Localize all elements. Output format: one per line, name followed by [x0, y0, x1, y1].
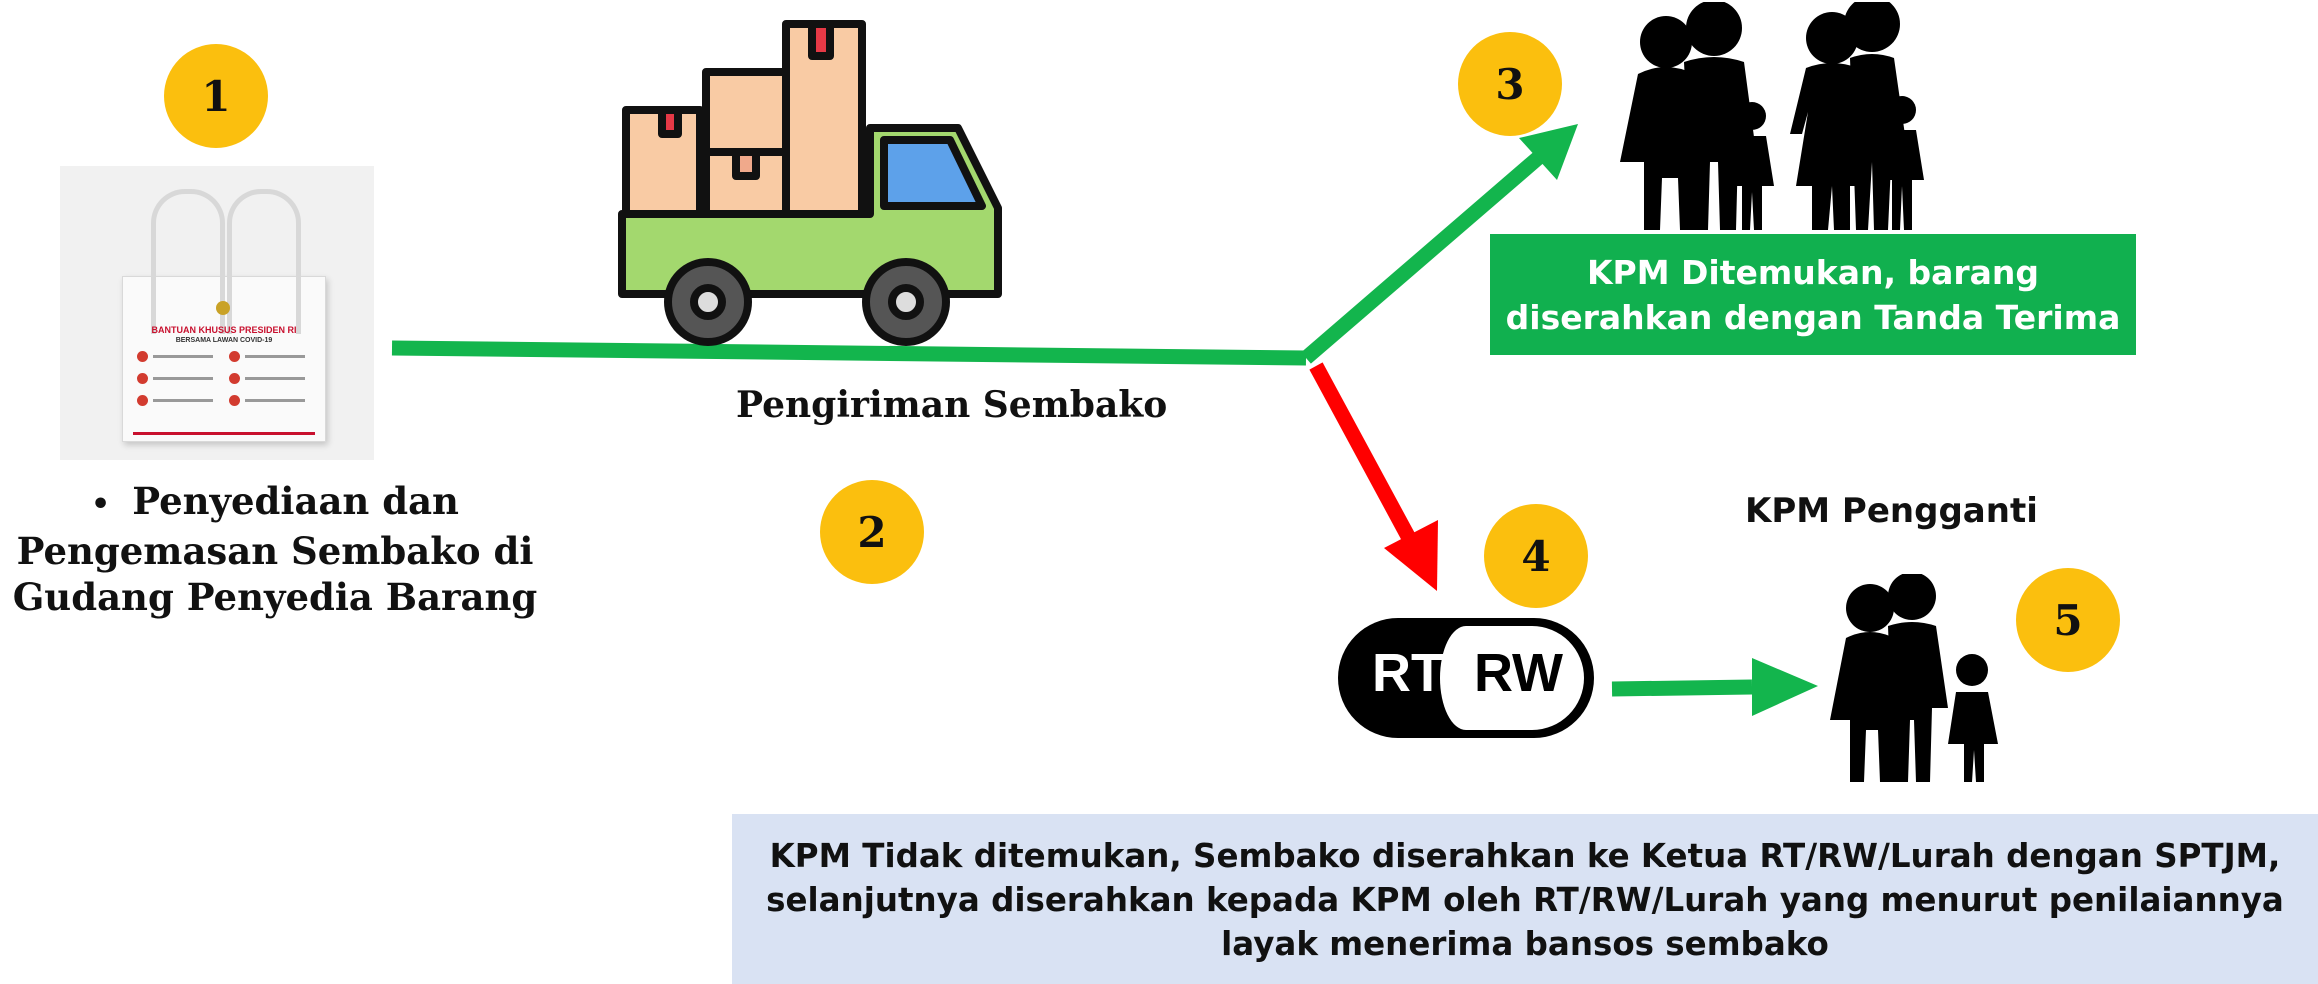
arrow-head-rtrw	[1384, 520, 1438, 591]
bag-title: BANTUAN KHUSUS PRESIDEN RI	[151, 325, 297, 335]
bag-info-row	[137, 395, 307, 407]
note-line1: KPM Tidak ditemukan, Sembako diserahkan …	[769, 837, 2281, 875]
bag-info-row	[137, 351, 307, 363]
kpm-found-line1: KPM Ditemukan, barang	[1586, 252, 2040, 292]
arrow-to-rtrw	[1309, 362, 1417, 544]
delivery-label: Pengiriman Sembako	[736, 384, 1168, 426]
bag-info-row	[137, 373, 307, 385]
arrow-head-kpm-pengganti	[1752, 658, 1818, 716]
note-line2: selanjutnya diserahkan kepada KPM oleh R…	[766, 881, 2284, 919]
bag-subtitle: BERSAMA LAWAN COVID-19	[175, 337, 273, 344]
kpm-found-box: KPM Ditemukan, barang diserahkan dengan …	[1490, 234, 2136, 355]
step-badge-3: 3	[1458, 32, 1562, 136]
garuda-emblem-icon	[216, 301, 230, 315]
kpm-not-found-note: KPM Tidak ditemukan, Sembako diserahkan …	[732, 814, 2318, 984]
step-badge-5: 5	[2016, 568, 2120, 672]
arrow-to-kpm-found	[1301, 152, 1543, 364]
rw-half: RW	[1440, 626, 1584, 730]
tote-bag: BANTUAN KHUSUS PRESIDEN RI BERSAMA LAWAN…	[122, 189, 326, 442]
step1-line3: Gudang Penyedia Barang	[12, 575, 538, 619]
rt-label: RT	[1372, 643, 1444, 703]
note-line3: layak menerima bansos sembako	[1221, 925, 1829, 963]
truck-icon	[618, 20, 1002, 346]
step-badge-2: 2	[820, 480, 924, 584]
delivery-line	[391, 340, 1307, 366]
step1-description: •Penyediaan dan Pengemasan Sembako di Gu…	[10, 478, 540, 620]
small-family-icon	[1830, 574, 1998, 782]
bag-stripe	[133, 432, 315, 435]
step-badge-4: 4	[1484, 504, 1588, 608]
bullet: •	[91, 487, 111, 522]
kpm-found-line2: diserahkan dengan Tanda Terima	[1505, 297, 2121, 337]
bag-handle-right	[227, 189, 301, 334]
arrow-head-kpm-found	[1519, 124, 1578, 180]
kpm-pengganti-label: KPM Pengganti	[1745, 491, 2038, 531]
step1-line1: •Penyediaan dan	[91, 479, 459, 523]
rw-label: RW	[1474, 643, 1563, 703]
family-icon	[1620, 2, 1924, 230]
bag-handle-left	[151, 189, 225, 334]
arrow-to-kpm-pengganti	[1611, 679, 1753, 697]
step1-line2: Pengemasan Sembako di	[16, 529, 534, 573]
rt-rw-pill-icon: RT RW	[1338, 618, 1594, 738]
step-badge-1: 1	[164, 44, 268, 148]
